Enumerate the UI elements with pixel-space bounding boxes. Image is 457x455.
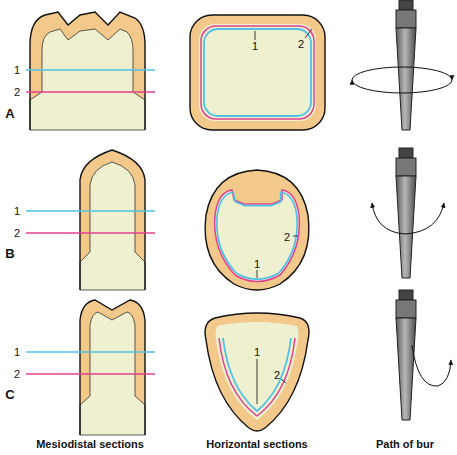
callout-number: 2 xyxy=(274,370,280,381)
callout-number: 2 xyxy=(14,228,20,239)
section-letter: C xyxy=(5,388,14,401)
callout-number: 1 xyxy=(254,259,260,270)
callout-number: 2 xyxy=(14,87,20,98)
column-heading: Horizontal sections xyxy=(206,439,307,450)
callout-number: 2 xyxy=(298,39,304,50)
callout-number: 1 xyxy=(14,206,20,217)
callout-number: 1 xyxy=(254,347,260,358)
column-heading: Mesiodistal sections xyxy=(36,439,144,450)
callout-number: 1 xyxy=(14,65,20,76)
section-letter: A xyxy=(5,107,14,120)
callout-number: 1 xyxy=(252,41,258,52)
callout-number: 2 xyxy=(14,369,20,380)
column-heading: Path of bur xyxy=(376,439,434,450)
callout-number: 2 xyxy=(284,232,290,243)
callout-number: 1 xyxy=(14,347,20,358)
section-letter: B xyxy=(5,247,14,260)
